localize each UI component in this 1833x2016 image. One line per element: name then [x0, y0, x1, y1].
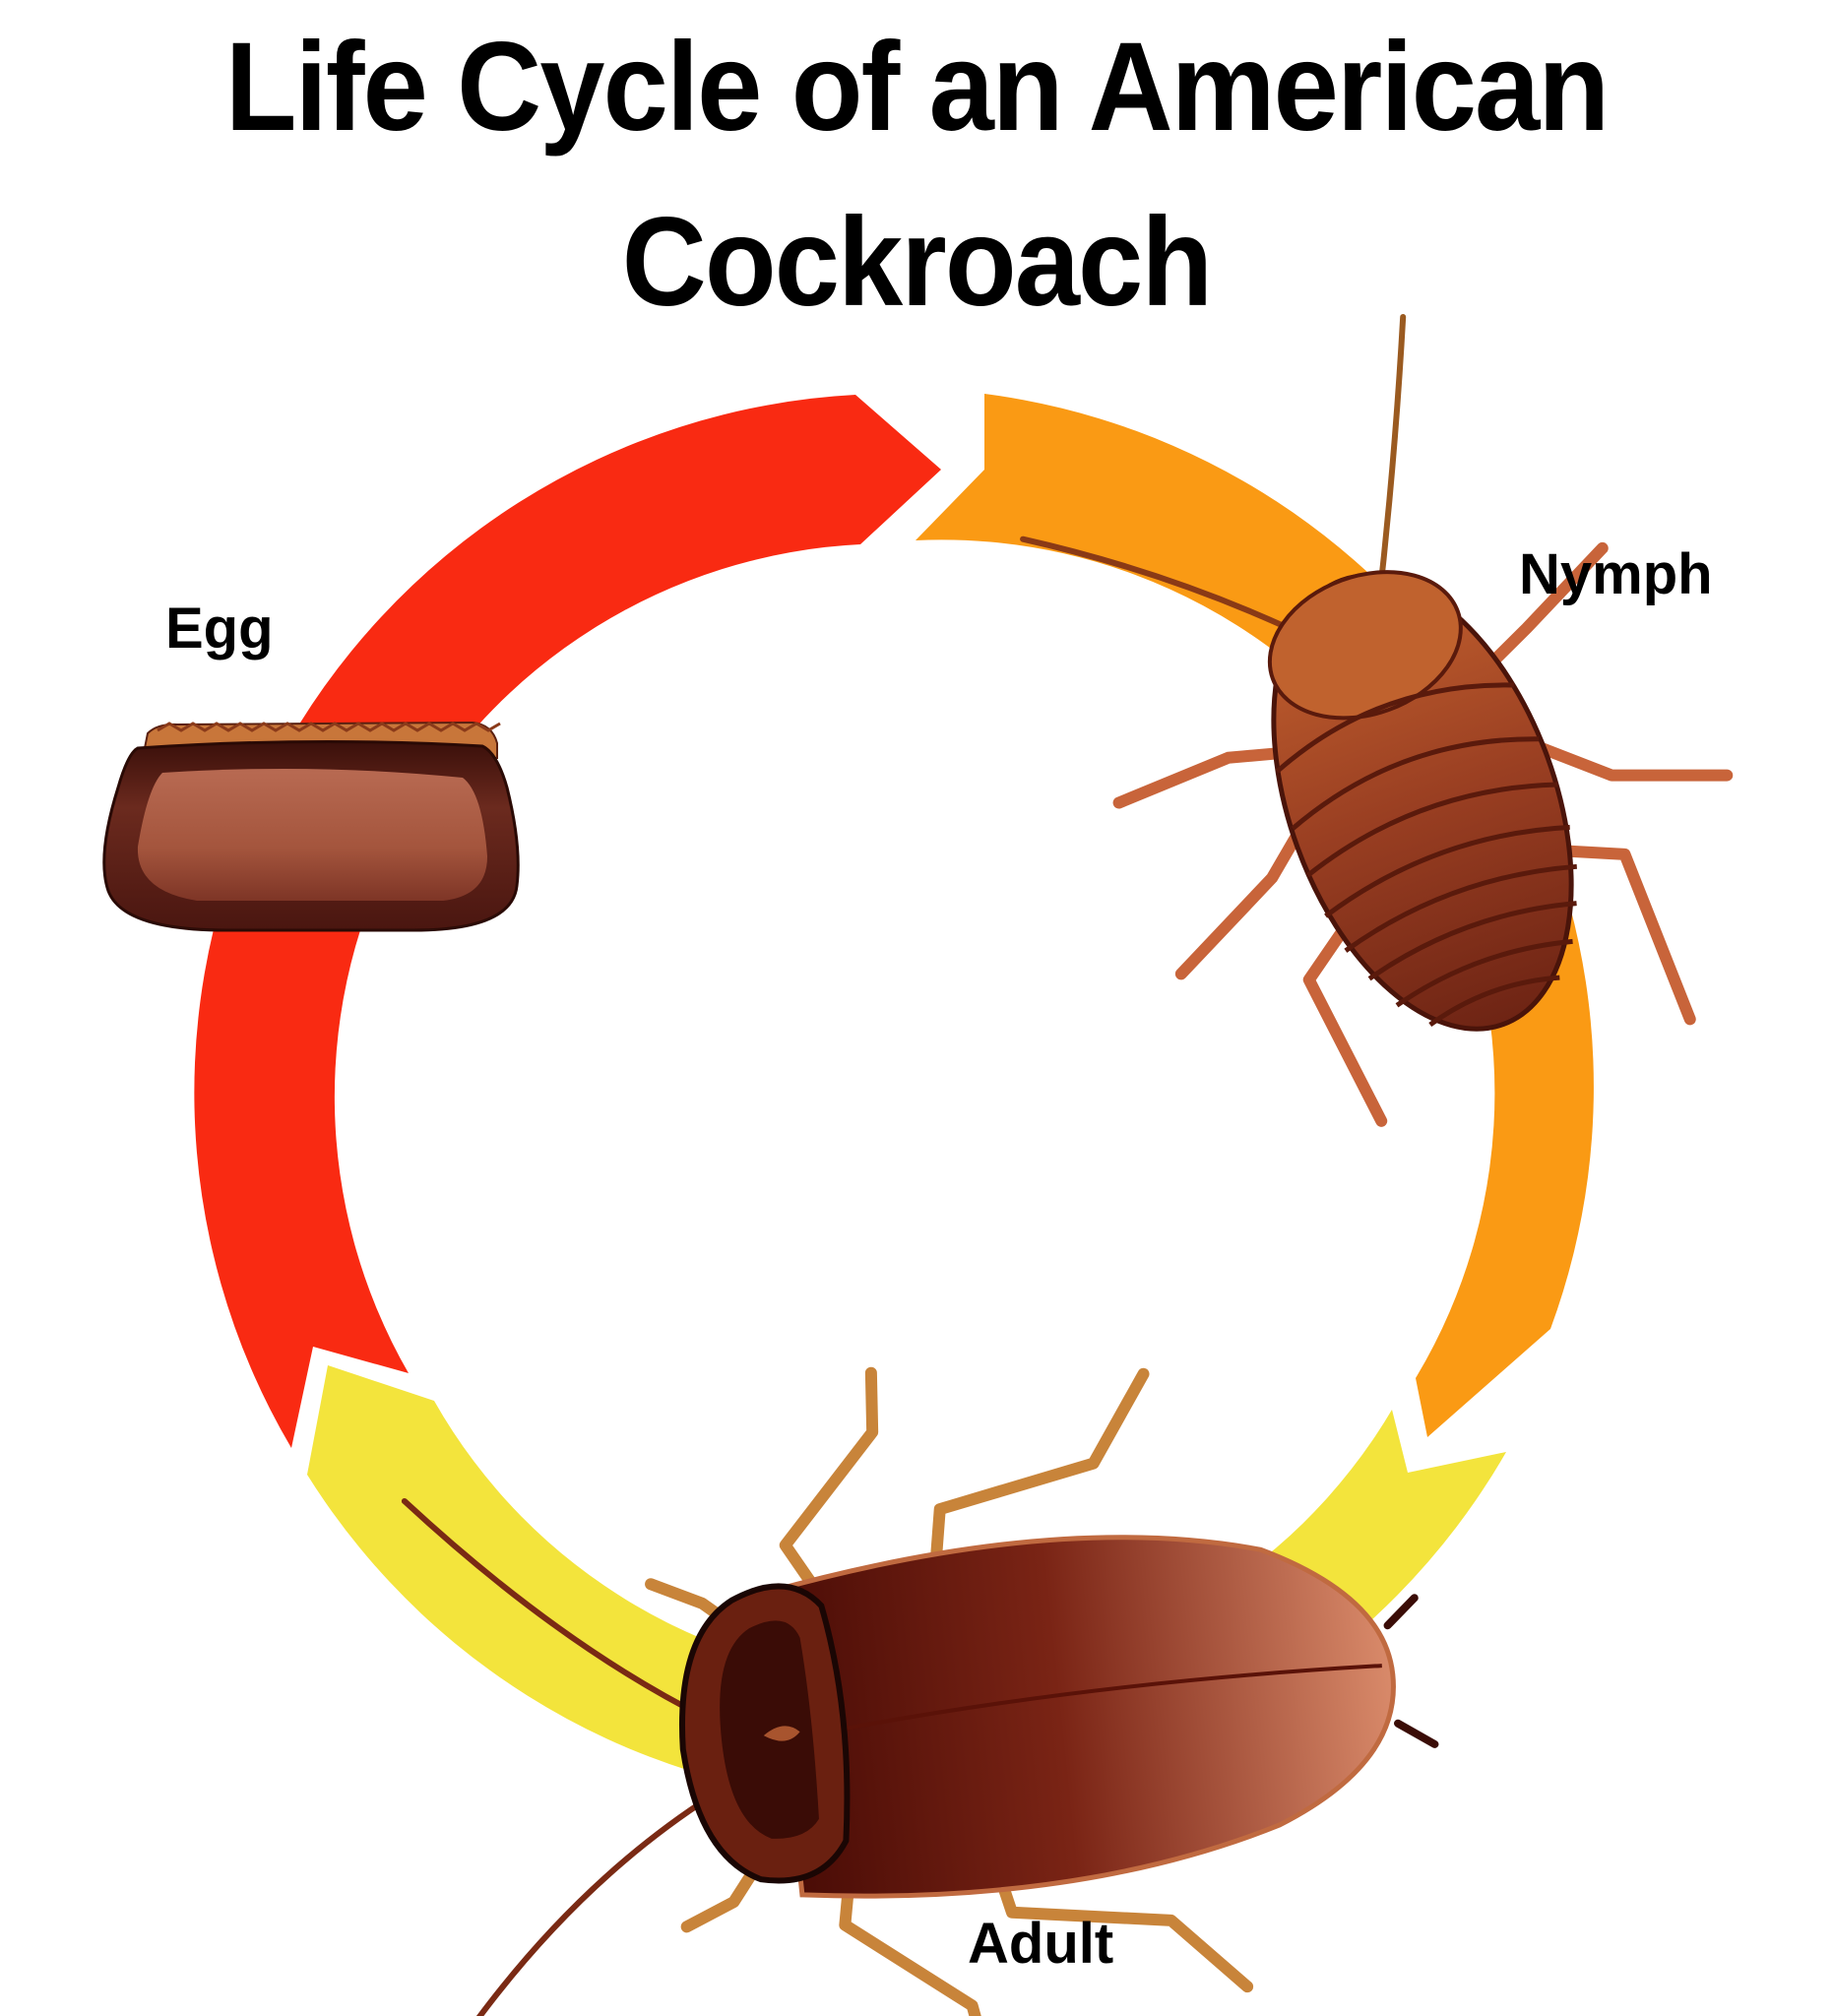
stage-label-nymph: Nymph — [1519, 542, 1713, 606]
adult-cockroach-illustration — [401, 1366, 1439, 2016]
page-title-line-1: Life Cycle of an American — [224, 17, 1610, 158]
stage-label-egg: Egg — [165, 597, 274, 661]
page-title-line-2: Cockroach — [621, 192, 1213, 333]
nymph-cockroach-illustration — [1020, 314, 1734, 1127]
egg-case-illustration — [102, 721, 520, 932]
stage-label-adult: Adult — [968, 1912, 1114, 1976]
arrow-egg-to-nymph — [194, 395, 941, 1448]
